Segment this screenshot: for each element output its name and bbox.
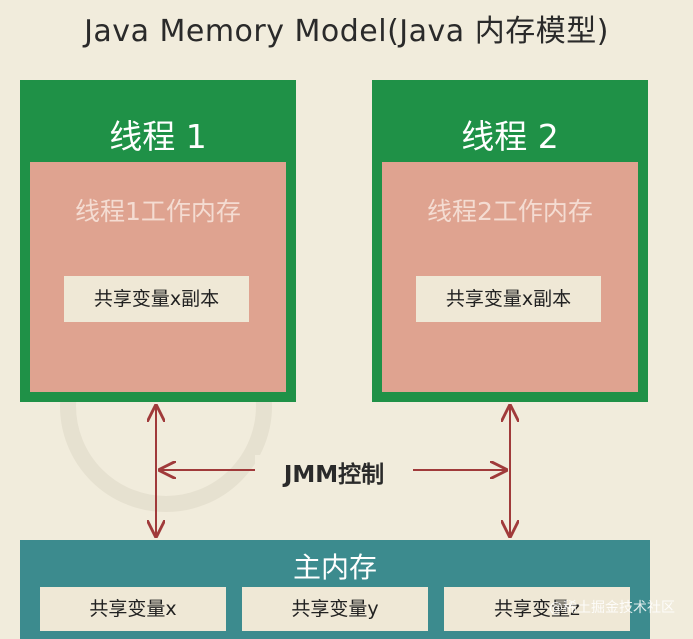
jmm-control-label: JMM控制 (255, 455, 413, 489)
thread-2-work-memory: 线程2工作内存 共享变量x副本 (382, 162, 638, 392)
shared-variable-y: 共享变量y (242, 587, 428, 631)
thread-2-work-memory-label: 线程2工作内存 (427, 197, 593, 226)
main-memory-label: 主内存 (292, 551, 377, 584)
diagram-title: Java Memory Model(Java 内存模型) (84, 14, 609, 49)
main-memory-box: 主内存 共享变量x 共享变量y 共享变量z (20, 540, 650, 639)
thread-1-label: 线程 1 (109, 117, 207, 156)
thread-1-box: 线程 1 线程1工作内存 共享变量x副本 (20, 80, 296, 402)
thread-1-work-memory: 线程1工作内存 共享变量x副本 (30, 162, 286, 392)
thread-2-shared-copy: 共享变量x副本 (416, 276, 601, 322)
shared-variable-x: 共享变量x (40, 587, 226, 631)
thread-2-box: 线程 2 线程2工作内存 共享变量x副本 (372, 80, 648, 402)
thread-2-label: 线程 2 (461, 117, 559, 156)
source-watermark: @稀土掘金技术社区 (549, 600, 675, 616)
shared-variable-z: 共享变量z (444, 587, 630, 631)
thread-1-work-memory-label: 线程1工作内存 (75, 197, 241, 226)
thread-1-shared-copy: 共享变量x副本 (64, 276, 249, 322)
